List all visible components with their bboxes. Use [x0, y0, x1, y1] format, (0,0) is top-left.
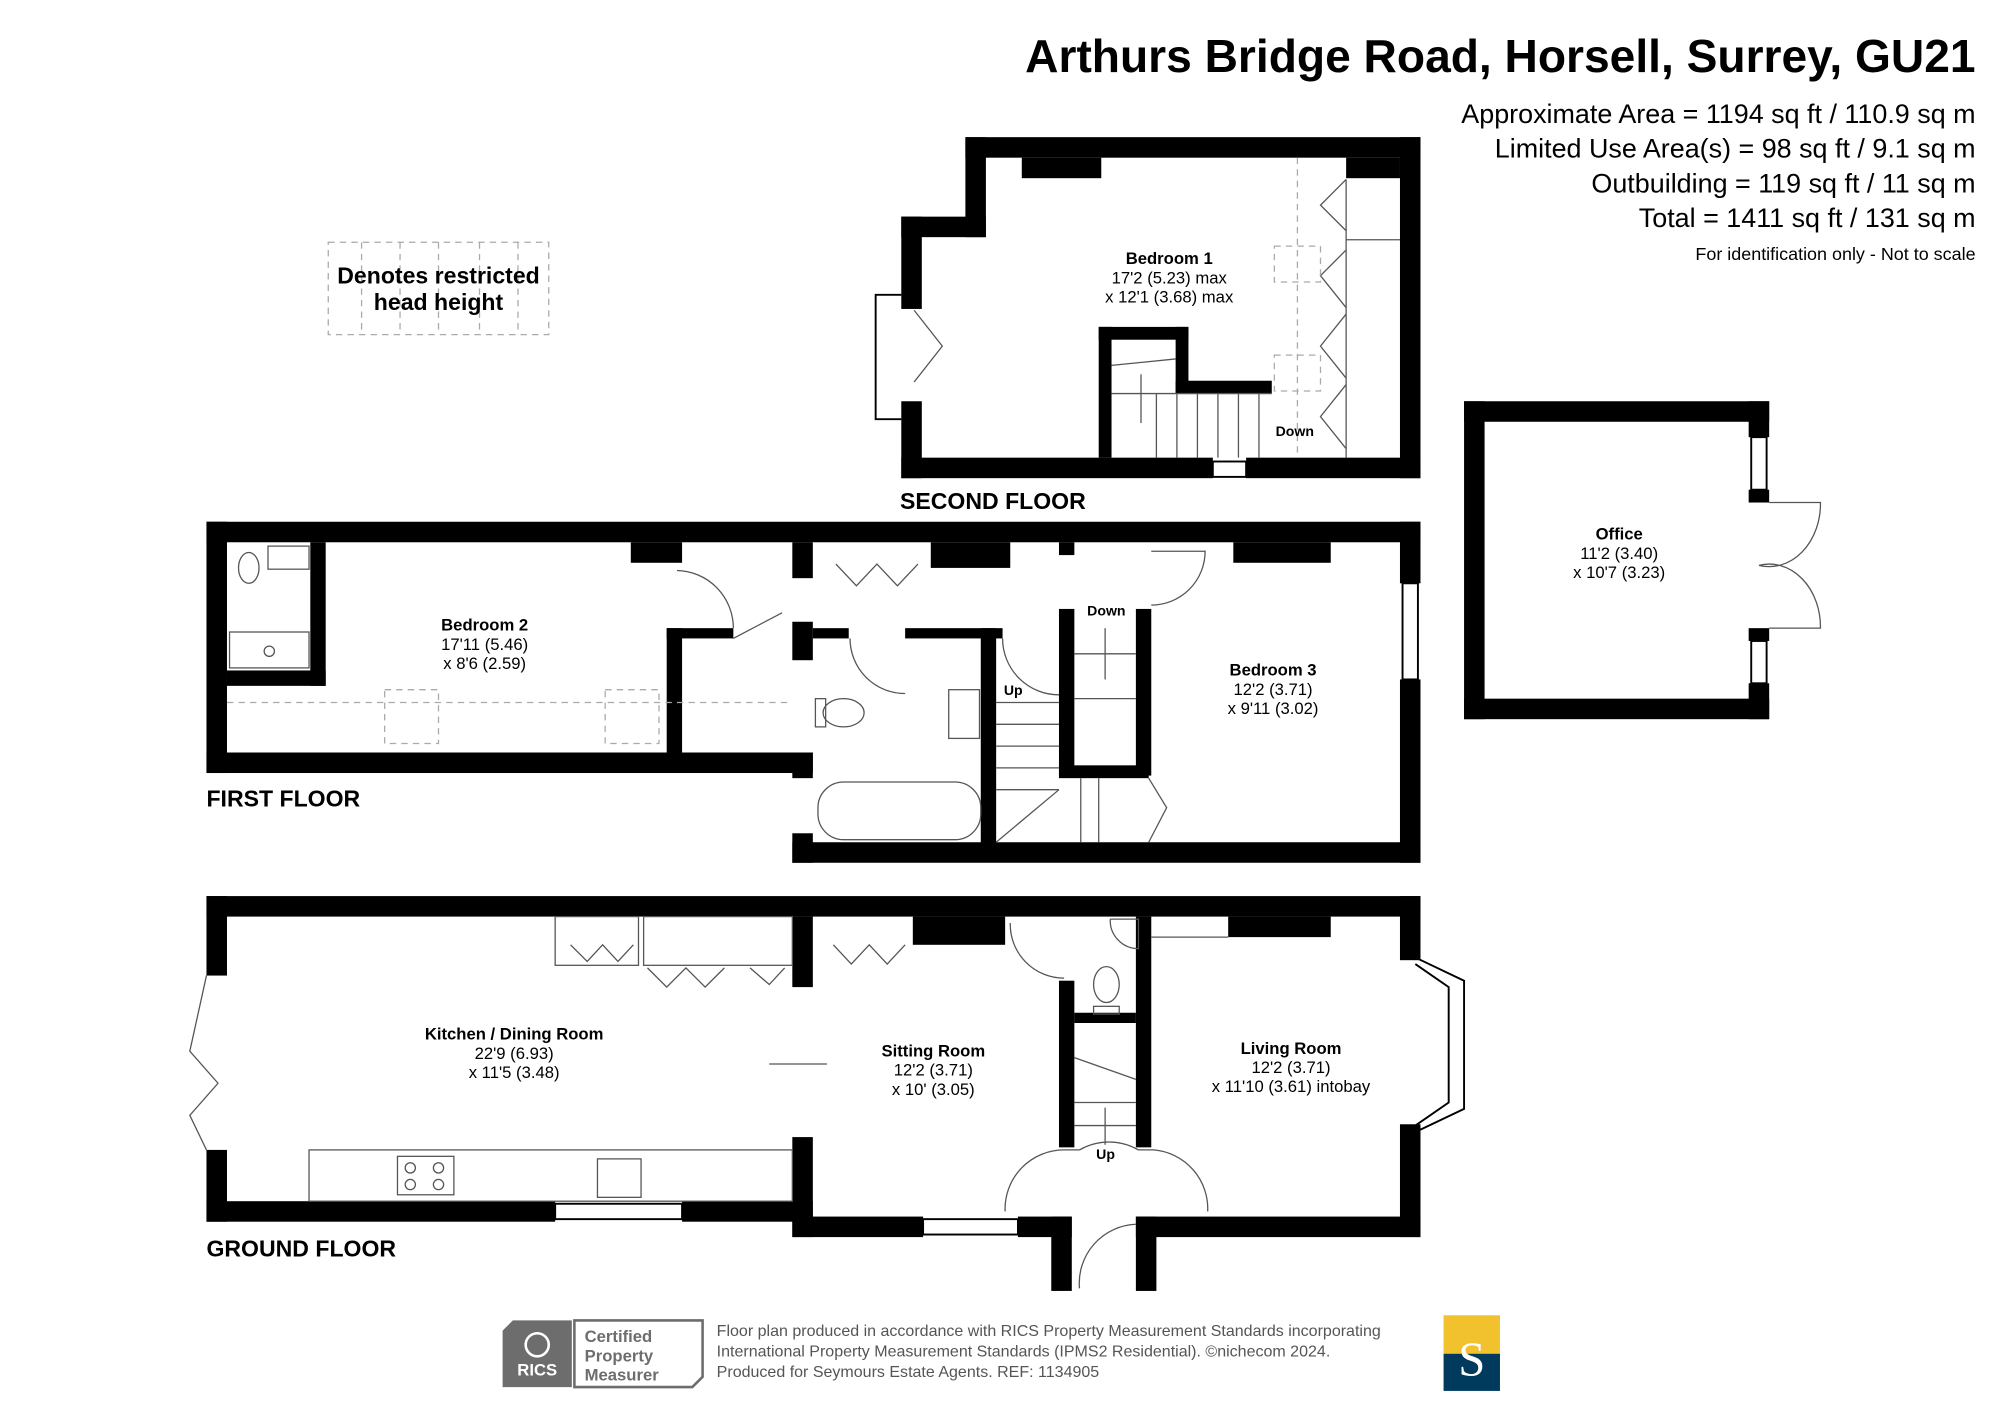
badge-line1: Certified	[585, 1327, 653, 1346]
area-summary: Approximate Area = 1194 sq ft / 110.9 sq…	[1461, 99, 1975, 264]
seymours-logo: S	[1443, 1315, 1500, 1391]
kitchen-dim1: 22'9 (6.93)	[475, 1044, 554, 1063]
bedroom1-dim2: x 12'1 (3.68) max	[1105, 288, 1234, 307]
bedroom2-name: Bedroom 2	[441, 616, 528, 635]
second-floor-plan: Bedroom 1 17'2 (5.23) max x 12'1 (3.68) …	[874, 137, 1421, 514]
ground-floor-plan: Kitchen / Dining Room 22'9 (6.93) x 11'5…	[189, 896, 1466, 1291]
first-floor-up: Up	[1004, 682, 1023, 698]
bedroom1-dim1: 17'2 (5.23) max	[1112, 268, 1228, 287]
badge-line3: Measurer	[585, 1366, 660, 1385]
kitchen-name: Kitchen / Dining Room	[425, 1025, 604, 1044]
kitchen-dim2: x 11'5 (3.48)	[469, 1063, 560, 1082]
disclaimer: For identification only - Not to scale	[1695, 244, 1975, 264]
rics-text: RICS	[517, 1361, 557, 1380]
living-dim1: 12'2 (3.71)	[1251, 1058, 1330, 1077]
bedroom3-dim2: x 9'11 (3.02)	[1228, 699, 1319, 718]
area-approx: Approximate Area = 1194 sq ft / 110.9 sq…	[1461, 99, 1975, 129]
first-floor-down: Down	[1087, 602, 1125, 618]
footer-line1: Floor plan produced in accordance with R…	[717, 1322, 1381, 1340]
footer-line3: Produced for Seymours Estate Agents. REF…	[717, 1363, 1100, 1381]
office-dim2: x 10'7 (3.23)	[1573, 563, 1665, 582]
second-floor-label: SECOND FLOOR	[900, 488, 1086, 514]
bedroom2-dim1: 17'11 (5.46)	[441, 635, 528, 654]
area-total: Total = 1411 sq ft / 131 sq m	[1639, 203, 1976, 233]
bedroom3-name: Bedroom 3	[1230, 661, 1317, 680]
bedroom2-dim2: x 8'6 (2.59)	[443, 654, 526, 673]
area-limited: Limited Use Area(s) = 98 sq ft / 9.1 sq …	[1495, 134, 1976, 164]
rics-badge: RICS Certified Property Measurer	[502, 1319, 704, 1389]
footer-line2: International Property Measurement Stand…	[717, 1342, 1331, 1360]
badge-line2: Property	[585, 1346, 654, 1365]
living-name: Living Room	[1241, 1039, 1342, 1058]
restricted-height-legend: Denotes restricted head height	[327, 241, 550, 336]
office-dim1: 11'2 (3.40)	[1580, 544, 1658, 563]
sitting-name: Sitting Room	[882, 1041, 986, 1060]
bedroom1-name: Bedroom 1	[1126, 249, 1213, 268]
logo-letter: S	[1458, 1333, 1485, 1387]
office-name: Office	[1596, 525, 1643, 544]
rics-lion-icon	[524, 1331, 551, 1358]
ground-floor-label: GROUND FLOOR	[206, 1235, 396, 1261]
first-floor-label: FIRST FLOOR	[206, 785, 360, 811]
area-outbuilding: Outbuilding = 119 sq ft / 11 sq m	[1591, 168, 1975, 198]
bedroom3-dim1: 12'2 (3.71)	[1234, 680, 1313, 699]
legend-line1: Denotes restricted	[337, 262, 540, 288]
legend-line2: head height	[374, 289, 504, 315]
living-dim2: x 11'10 (3.61) intobay	[1212, 1077, 1371, 1096]
first-floor-plan: Bedroom 2 17'11 (5.46) x 8'6 (2.59) Bedr…	[206, 521, 1421, 863]
sitting-dim1: 12'2 (3.71)	[894, 1061, 973, 1080]
sitting-dim2: x 10' (3.05)	[892, 1080, 975, 1099]
office-outbuilding: Office 11'2 (3.40) x 10'7 (3.23)	[1464, 401, 1822, 720]
property-title: Arthurs Bridge Road, Horsell, Surrey, GU…	[1025, 30, 1975, 82]
ground-floor-up: Up	[1096, 1146, 1115, 1162]
footer: RICS Certified Property Measurer Floor p…	[502, 1315, 1500, 1391]
second-floor-down: Down	[1276, 423, 1314, 439]
